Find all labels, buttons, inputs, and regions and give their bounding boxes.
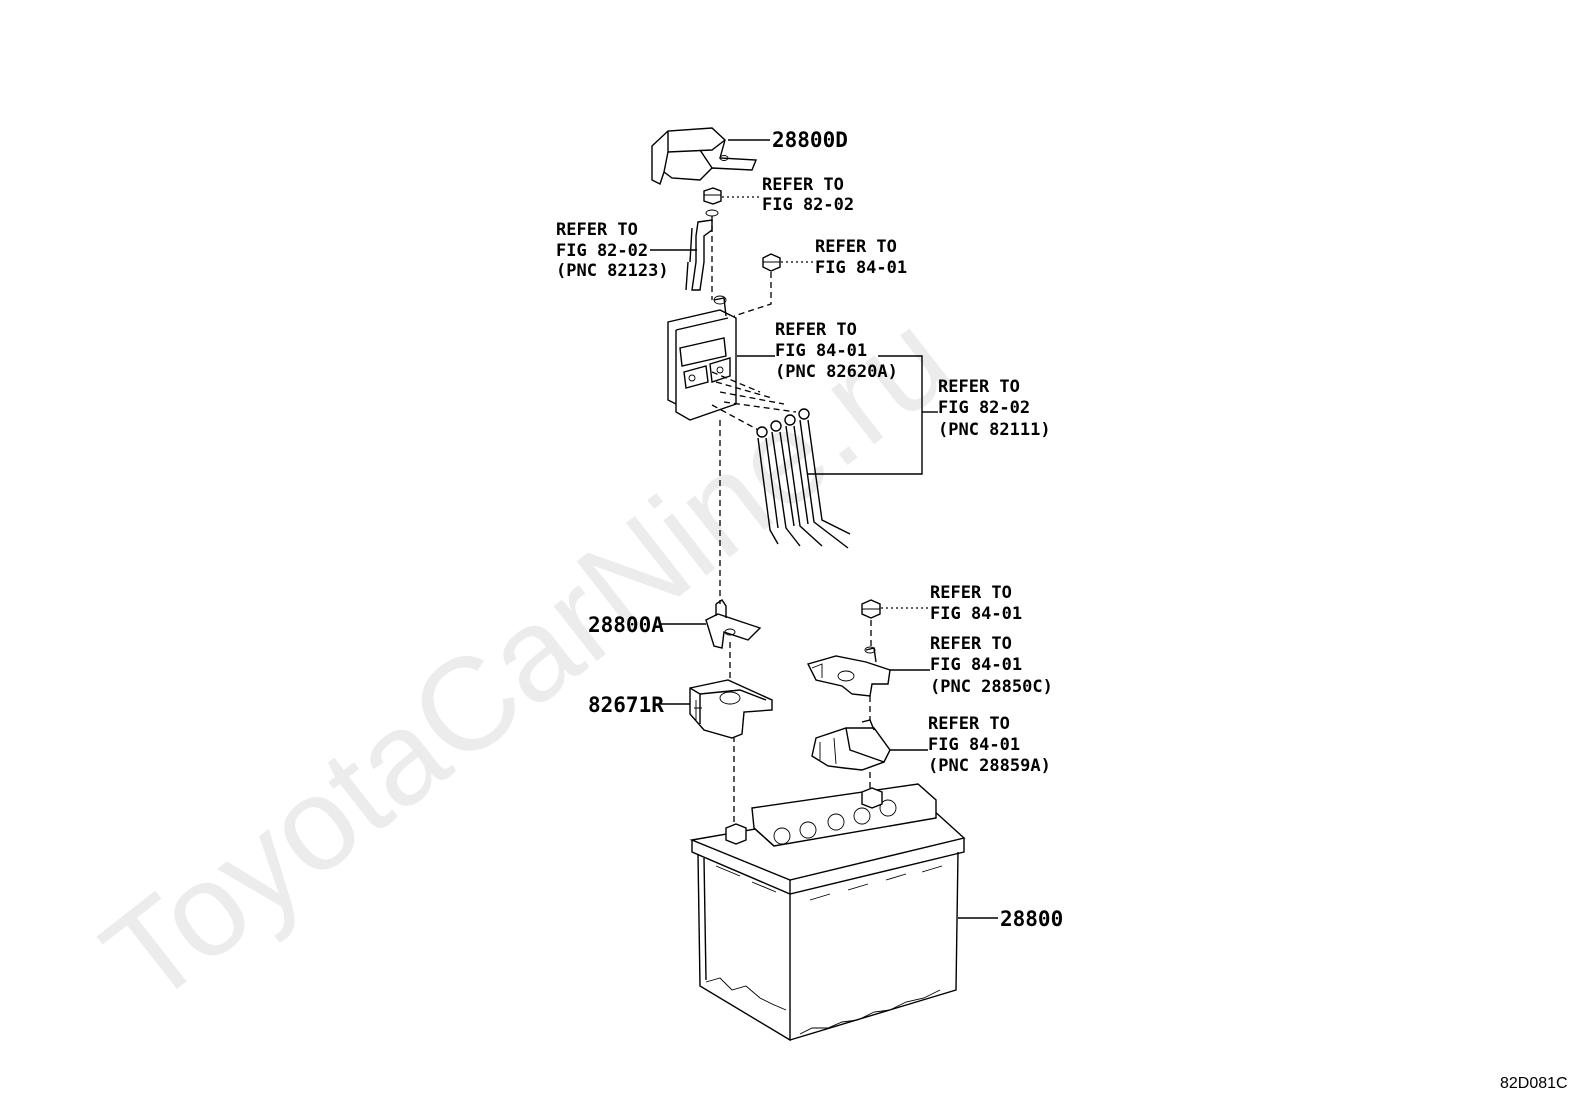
figure-id: 82D081C (1500, 1075, 1568, 1092)
part-number-28800D: 28800D (772, 128, 848, 152)
part-number-28800: 28800 (1000, 907, 1063, 931)
part-number-82671R: 82671R (588, 693, 664, 717)
nut-mid (762, 253, 781, 272)
ref-nut-right: REFER TO FIG 84-01 (930, 583, 1022, 624)
ref-nut-mid: REFER TO FIG 84-01 (815, 237, 907, 278)
fuse-block (667, 295, 737, 421)
nut-top (703, 187, 722, 217)
ref-cable-top: REFER TO FIG 82-02 (PNC 82123) (556, 220, 669, 281)
part-number-28800A: 28800A (588, 613, 664, 637)
terminal-82671R (689, 679, 773, 739)
ref-cover-right: REFER TO FIG 84-01 (PNC 28859A) (928, 714, 1051, 776)
ref-clamp-right: REFER TO FIG 84-01 (PNC 28850C) (930, 634, 1053, 697)
nut-right (861, 599, 881, 619)
ref-wire-harness: REFER TO FIG 82-02 (PNC 82111) (938, 377, 1051, 440)
top-terminal-cover (651, 127, 758, 185)
ref-nut-top: REFER TO FIG 82-02 (762, 175, 854, 215)
bracket-28800A (705, 599, 762, 649)
battery-28800 (689, 783, 966, 1042)
clamp-right (806, 646, 891, 697)
terminal-cover-right (811, 719, 891, 771)
ref-fuse-block: REFER TO FIG 84-01 (PNC 82620A) (775, 320, 898, 382)
wire-harness (756, 408, 851, 549)
cable-top (685, 219, 713, 291)
